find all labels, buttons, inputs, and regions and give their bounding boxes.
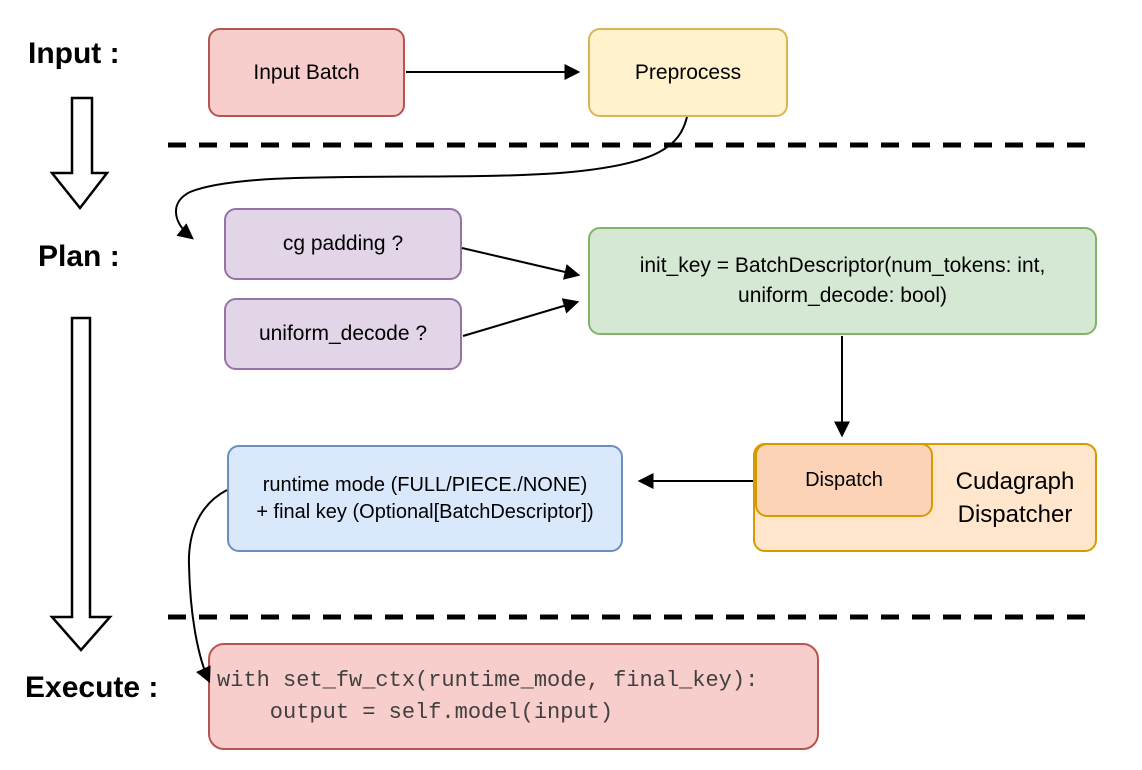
node-runtime-result-line2: + final key (Optional[BatchDescriptor])	[256, 500, 594, 523]
execute-code-line2: output = self.model(input)	[217, 699, 614, 725]
node-preprocess-label: Preprocess	[634, 60, 742, 84]
cudagraph-dispatcher-label: Cudagraph Dispatcher	[935, 445, 1095, 550]
execute-code-line1: with set_fw_ctx(runtime_mode, final_key)…	[217, 667, 759, 693]
node-init-key-line2: uniform_decode: bool)	[738, 284, 947, 307]
node-cg-padding: cg padding ?	[224, 208, 462, 280]
node-preprocess: Preprocess	[588, 28, 788, 117]
node-init-key-line1: init_key = BatchDescriptor(num_tokens: i…	[639, 254, 1046, 277]
cudagraph-label-line2: Dispatcher	[957, 500, 1073, 528]
node-dispatch-label: Dispatch	[805, 468, 883, 491]
plan-to-execute-arrow-icon	[49, 316, 113, 652]
stage-label-input: Input :	[28, 37, 120, 70]
node-input-batch: Input Batch	[208, 28, 405, 117]
node-init-key: init_key = BatchDescriptor(num_tokens: i…	[588, 227, 1097, 335]
node-cg-padding-label: cg padding ?	[282, 232, 404, 255]
node-dispatch: Dispatch	[755, 443, 933, 517]
node-uniform-decode-label: uniform_decode ?	[258, 322, 428, 345]
node-runtime-result-line1: runtime mode (FULL/PIECE./NONE)	[262, 473, 588, 496]
stage-label-execute: Execute :	[25, 671, 159, 704]
cudagraph-label-line1: Cudagraph	[955, 467, 1075, 495]
node-runtime-result: runtime mode (FULL/PIECE./NONE) + final …	[227, 445, 623, 552]
node-input-batch-label: Input Batch	[253, 60, 360, 84]
node-execute-code: with set_fw_ctx(runtime_mode, final_key)…	[208, 643, 819, 750]
stage-label-plan: Plan :	[38, 240, 120, 273]
node-uniform-decode: uniform_decode ?	[224, 298, 462, 370]
arrow-cgpadding-to-initkey	[461, 247, 581, 280]
arrow-uniformdecode-to-initkey	[462, 298, 580, 337]
input-to-plan-arrow-icon	[49, 96, 110, 211]
